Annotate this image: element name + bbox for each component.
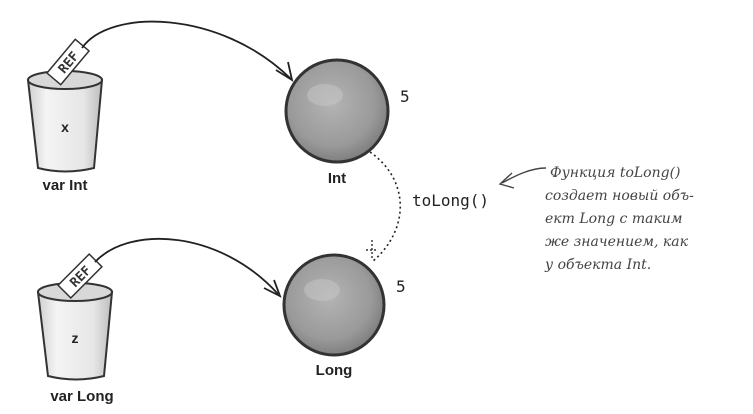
long-object (282, 253, 386, 357)
conversion-arc (369, 151, 401, 263)
long-value: 5 (396, 277, 406, 296)
annotation-line: ект Long с таким (545, 211, 682, 227)
int-value: 5 (400, 87, 410, 106)
variable-type-int: var Int (42, 177, 87, 194)
annotation-arrow (498, 167, 547, 189)
dotted-connector-tick (366, 240, 378, 258)
variable-name-x: x (61, 119, 69, 135)
variable-type-long: var Long (50, 388, 113, 405)
object-type-long: Long (316, 362, 353, 379)
arrow-x-to-int (81, 20, 294, 82)
arrow-z-to-long (94, 238, 282, 298)
conversion-label: toLong() (412, 191, 489, 210)
annotation-line: у объекта Int. (544, 257, 651, 273)
object-type-int: Int (328, 170, 346, 187)
annotation-line: Функция toLong() (550, 165, 681, 181)
variable-cup-z: z (36, 282, 114, 381)
variable-name-z: z (72, 330, 79, 346)
annotation-line: создает новый объ- (545, 188, 694, 204)
variable-cup-x: x (26, 70, 104, 173)
annotation-text: Функция toLong() создает новый объ- ект … (544, 165, 694, 273)
annotation-line: же значением, как (545, 234, 689, 250)
int-object (284, 58, 390, 164)
